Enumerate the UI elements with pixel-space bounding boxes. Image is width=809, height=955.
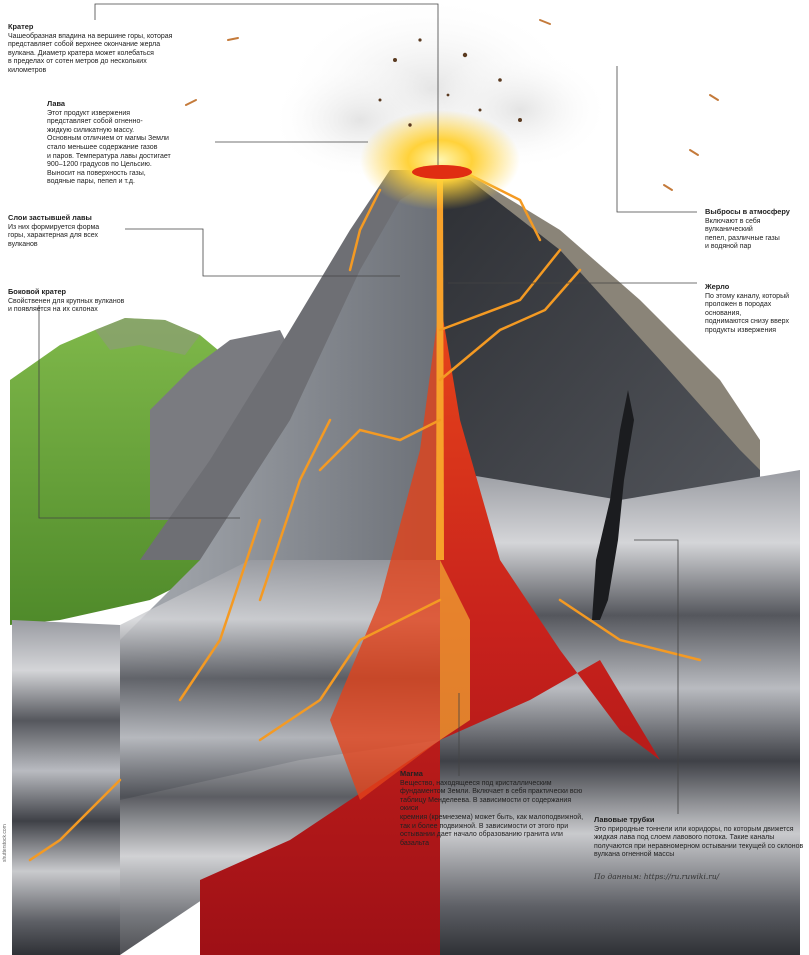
label-vent-text: По этому каналу, который проложен в поро…: [705, 292, 790, 334]
label-side-crater-text: Свойственен для крупных вулканов и появл…: [8, 297, 125, 314]
lava-tube: [592, 390, 634, 620]
label-crater-title: Кратер: [8, 22, 34, 31]
lava-veins: [28, 173, 702, 862]
flying-embers: [185, 19, 719, 191]
crater: [412, 165, 472, 179]
label-magma: Магма Вещество, находящееся под кристалл…: [400, 769, 590, 848]
label-lava-layers-text: Из них формируется форма горы, характерн…: [8, 223, 100, 248]
label-lava-layers-title: Слои застывшей лавы: [8, 213, 92, 222]
label-vent: Жерло По этому каналу, который проложен …: [705, 282, 809, 336]
side-credit: shutterstock.com: [2, 824, 8, 862]
label-side-crater: Боковой кратер Свойственен для крупных в…: [8, 287, 188, 315]
label-lava: Лава Этот продукт извержения представляе…: [47, 99, 227, 187]
leader-lines: [38, 3, 697, 814]
label-emissions: Выбросы в атмосферу Включают в себя вулк…: [705, 207, 809, 252]
label-lava-text: Этот продукт извержения представляет соб…: [47, 109, 171, 186]
label-magma-title: Магма: [400, 769, 423, 778]
cross-section-right-face: [440, 175, 760, 560]
source-credit: По данным: https://ru.ruwiki.ru/: [594, 872, 720, 881]
label-side-crater-title: Боковой кратер: [8, 287, 67, 296]
label-lava-layers: Слои застывшей лавы Из них формируется ф…: [8, 213, 168, 249]
label-lava-title: Лава: [47, 99, 66, 108]
strata-left-block: [12, 620, 120, 955]
label-emissions-title: Выбросы в атмосферу: [705, 207, 790, 216]
crater-glow: [360, 110, 520, 210]
label-magma-text: Вещество, находящееся под кристаллически…: [400, 779, 584, 847]
label-crater: Кратер Чашеобразная впадина на вершине г…: [8, 22, 183, 76]
label-crater-text: Чашеобразная впадина на вершине горы, ко…: [8, 32, 173, 74]
label-lava-tubes-text: Это природные тоннели или коридоры, по к…: [594, 825, 804, 859]
volcanic-bombs: [378, 38, 522, 127]
label-lava-tubes: Лавовые трубки Это природные тоннели или…: [594, 815, 806, 860]
main-vent: [436, 175, 444, 560]
label-vent-title: Жерло: [705, 282, 730, 291]
label-emissions-text: Включают в себя вулканический пепел, раз…: [705, 217, 780, 251]
label-lava-tubes-title: Лавовые трубки: [594, 815, 655, 824]
